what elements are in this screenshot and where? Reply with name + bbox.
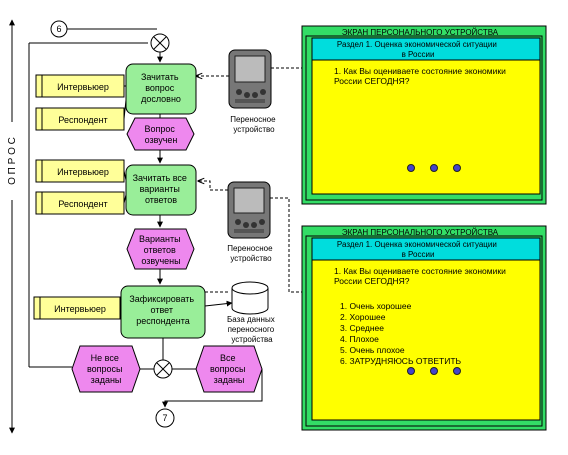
svg-text:Не все вопросы зад: Не все вопросы заданы: [87, 353, 125, 385]
screen-1-question-line1: 1. Как Вы оцениваете состояние экономики: [334, 66, 506, 76]
pda-device-2-label-line2: устройство: [230, 254, 272, 263]
event-options-voiced-line2: ответов: [144, 245, 176, 255]
database-label-line3: устройства: [231, 335, 273, 344]
event-all-asked-line1: Все: [220, 353, 236, 363]
function-record-answer-line1: Зафиксировать: [129, 294, 194, 304]
screen-2-dot-2: [430, 367, 438, 375]
svg-text:1. Как Вы оцениваете состояние: 1. Как Вы оцениваете состояние экономики…: [334, 266, 508, 286]
screen-1-section-line2: в России: [402, 50, 435, 59]
screen-1-question-line2: России СЕГОДНЯ?: [334, 76, 410, 86]
role-respondent-2: Респондент: [35, 191, 125, 215]
survey-axis: О П Р О С: [5, 19, 19, 434]
xor-join-top: [150, 33, 170, 53]
event-not-all-asked-line2: вопросы: [87, 364, 123, 374]
function-read-options-line1: Зачитать все: [133, 173, 187, 183]
function-read-options-line2: варианты: [140, 184, 180, 194]
role-interviewer-2-label: Интервьюер: [57, 167, 109, 177]
event-all-asked: Все вопросы заданы: [195, 345, 263, 393]
svg-text:Зафиксировать ответ: Зафиксировать ответ респондента: [129, 294, 196, 326]
role-respondent-2-label: Респондент: [58, 199, 107, 209]
screen-2-option-3: 3. Среднее: [340, 323, 384, 333]
svg-text:Все вопросы заданы: Все вопросы заданы: [210, 353, 248, 385]
screen-2-header: ЭКРАН ПЕРСОНАЛЬНОГО УСТРОЙСТВА: [342, 228, 499, 237]
svg-text:Переносное устройство: Переносное устройство: [230, 115, 278, 134]
connector-6-label: 6: [56, 24, 61, 34]
function-record-answer: Зафиксировать ответ респондента: [120, 285, 206, 339]
role-interviewer-1-label: Интервьюер: [57, 82, 109, 92]
event-question-voiced: Вопрос озвучен: [126, 117, 195, 151]
function-read-question-line2: вопрос: [145, 83, 175, 93]
screen-1-dot-1: [407, 164, 415, 172]
event-options-voiced-line3: озвучены: [141, 256, 180, 266]
screen-2-question-line1: 1. Как Вы оцениваете состояние экономики: [334, 266, 506, 276]
svg-text:Раздел 1. Оценка экономической: Раздел 1. Оценка экономической ситуации …: [337, 40, 499, 59]
function-record-answer-line2: ответ: [151, 305, 173, 315]
svg-text:Вопрос озвучен: Вопрос озвучен: [145, 124, 178, 145]
svg-text:Переносное устройство: Переносное устройство: [227, 244, 275, 263]
screen-1-section-line1: Раздел 1. Оценка экономической ситуации: [337, 40, 497, 49]
event-options-voiced: Варианты ответов озвучены: [126, 228, 195, 270]
svg-text:1. Очень хорошее 2. Хоро: 1. Очень хорошее 2. Хорошее 3. Среднее 4…: [340, 301, 462, 366]
event-options-voiced-line1: Варианты: [139, 234, 181, 244]
screen-2-question-line2: России СЕГОДНЯ?: [334, 276, 410, 286]
screen-2-option-6: 6. ЗАТРУДНЯЮСЬ ОТВЕТИТЬ: [340, 356, 462, 366]
database-label-line2: переносного: [228, 325, 275, 334]
screen-1-dot-2: [430, 164, 438, 172]
event-question-voiced-line2: озвучен: [145, 135, 178, 145]
svg-text:Раздел 1. Оценка экономической: Раздел 1. Оценка экономической ситуации …: [337, 240, 499, 259]
function-read-options: Зачитать все варианты ответов: [125, 164, 197, 216]
role-respondent-1: Респондент: [35, 107, 125, 131]
pda-device-1-label-line1: Переносное: [230, 115, 276, 124]
role-interviewer-2: Интервьюер: [35, 159, 125, 183]
role-interviewer-3-label: Интервьюер: [54, 304, 106, 314]
connector-7-label: 7: [162, 413, 167, 423]
event-not-all-asked: Не все вопросы заданы: [71, 345, 141, 393]
svg-text:Варианты ответов о: Варианты ответов озвучены: [139, 234, 183, 266]
xor-split-bottom: [153, 359, 173, 379]
screen-2-dot-1: [407, 367, 415, 375]
function-read-question-line3: дословно: [141, 94, 181, 104]
screen-2-section-line1: Раздел 1. Оценка экономической ситуации: [337, 240, 497, 249]
connector-6: 6: [50, 20, 68, 38]
device-screen-2: ЭКРАН ПЕРСОНАЛЬНОГО УСТРОЙСТВА Раздел 1.…: [301, 225, 547, 431]
role-respondent-1-label: Респондент: [58, 115, 107, 125]
screen-1-dot-3: [453, 164, 461, 172]
event-all-asked-line3: заданы: [214, 375, 245, 385]
database-icon: [231, 281, 269, 315]
top-flow: [28, 28, 163, 368]
screen-2-option-2: 2. Хорошее: [340, 312, 386, 322]
screen-1-header: ЭКРАН ПЕРСОНАЛЬНОГО УСТРОЙСТВА: [342, 28, 499, 37]
svg-text:Зачитать вопрос до: Зачитать вопрос дословно: [141, 72, 181, 104]
event-not-all-asked-line3: заданы: [91, 375, 122, 385]
pda-device-2-label-line1: Переносное: [227, 244, 273, 253]
survey-axis-label: О П Р О С: [7, 137, 18, 185]
svg-text:Зачитать все варианты: Зачитать все варианты ответов: [133, 173, 190, 205]
screen-2-option-4: 4. Плохое: [340, 334, 379, 344]
svg-text:База данных переносного: База данных переносного устройства: [227, 315, 277, 344]
pda-device-1-label-line2: устройство: [233, 125, 275, 134]
event-question-voiced-line1: Вопрос: [145, 124, 176, 134]
device-screen-1: ЭКРАН ПЕРСОНАЛЬНОГО УСТРОЙСТВА Раздел 1.…: [301, 25, 547, 205]
svg-text:1. Как Вы оцениваете состояние: 1. Как Вы оцениваете состояние экономики…: [334, 66, 508, 86]
event-not-all-asked-line1: Не все: [91, 353, 119, 363]
role-interviewer-3: Интервьюер: [33, 296, 121, 320]
pda-device-1-icon: [228, 49, 272, 109]
event-all-asked-line2: вопросы: [210, 364, 246, 374]
function-read-options-line3: ответов: [145, 195, 177, 205]
pda-device-2-icon: [227, 181, 271, 239]
role-interviewer-1: Интервьюер: [35, 74, 125, 98]
screen-2-section-line2: в России: [402, 250, 435, 259]
function-read-question-line1: Зачитать: [141, 72, 179, 82]
function-read-question: Зачитать вопрос дословно: [125, 63, 197, 115]
function-record-answer-line3: респондента: [136, 316, 190, 326]
screen-2-option-1: 1. Очень хорошее: [340, 301, 412, 311]
screen-2-option-5: 5. Очень плохое: [340, 345, 405, 355]
connector-7: 7: [155, 408, 175, 428]
screen-2-dot-3: [453, 367, 461, 375]
database-label-line1: База данных: [227, 315, 275, 324]
